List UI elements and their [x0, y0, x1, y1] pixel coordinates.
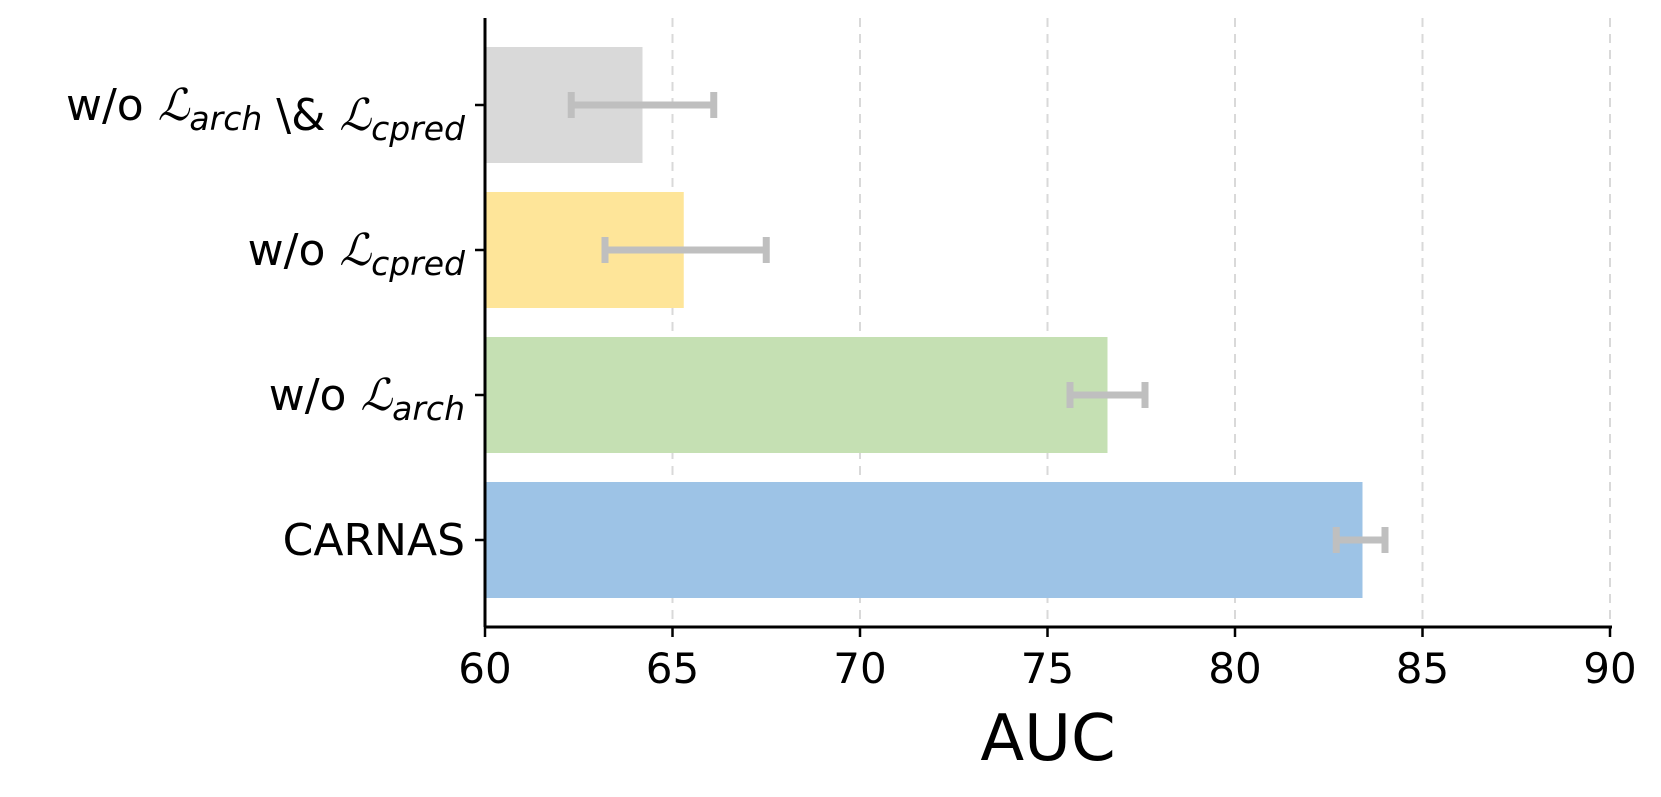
- x-tick-label-90: 90: [1583, 644, 1636, 693]
- category-label-0: w/o ℒarch \& ℒcpred: [66, 80, 466, 148]
- x-tick-label-60: 60: [458, 644, 511, 693]
- category-label-3: CARNAS: [283, 515, 465, 566]
- label-layer: w/o ℒarch \& ℒcpred w/o ℒcpred w/o ℒarchCA…: [66, 80, 1637, 693]
- axis-layer: [475, 18, 1612, 637]
- x-tick-label-80: 80: [1208, 644, 1261, 693]
- grid-layer: [671, 18, 1611, 627]
- x-tick-label-70: 70: [833, 644, 886, 693]
- x-tick-label-75: 75: [1021, 644, 1074, 693]
- x-tick-label-85: 85: [1396, 644, 1449, 693]
- bar-2: [485, 337, 1108, 453]
- error-bar-layer: [567, 92, 1389, 553]
- bar-3: [485, 482, 1363, 598]
- category-label-2: w/o ℒarch: [269, 370, 465, 428]
- category-label-1: w/o ℒcpred: [248, 225, 466, 283]
- x-axis-title: AUC: [980, 702, 1115, 776]
- x-tick-label-65: 65: [646, 644, 699, 693]
- bar-layer: [485, 47, 1363, 598]
